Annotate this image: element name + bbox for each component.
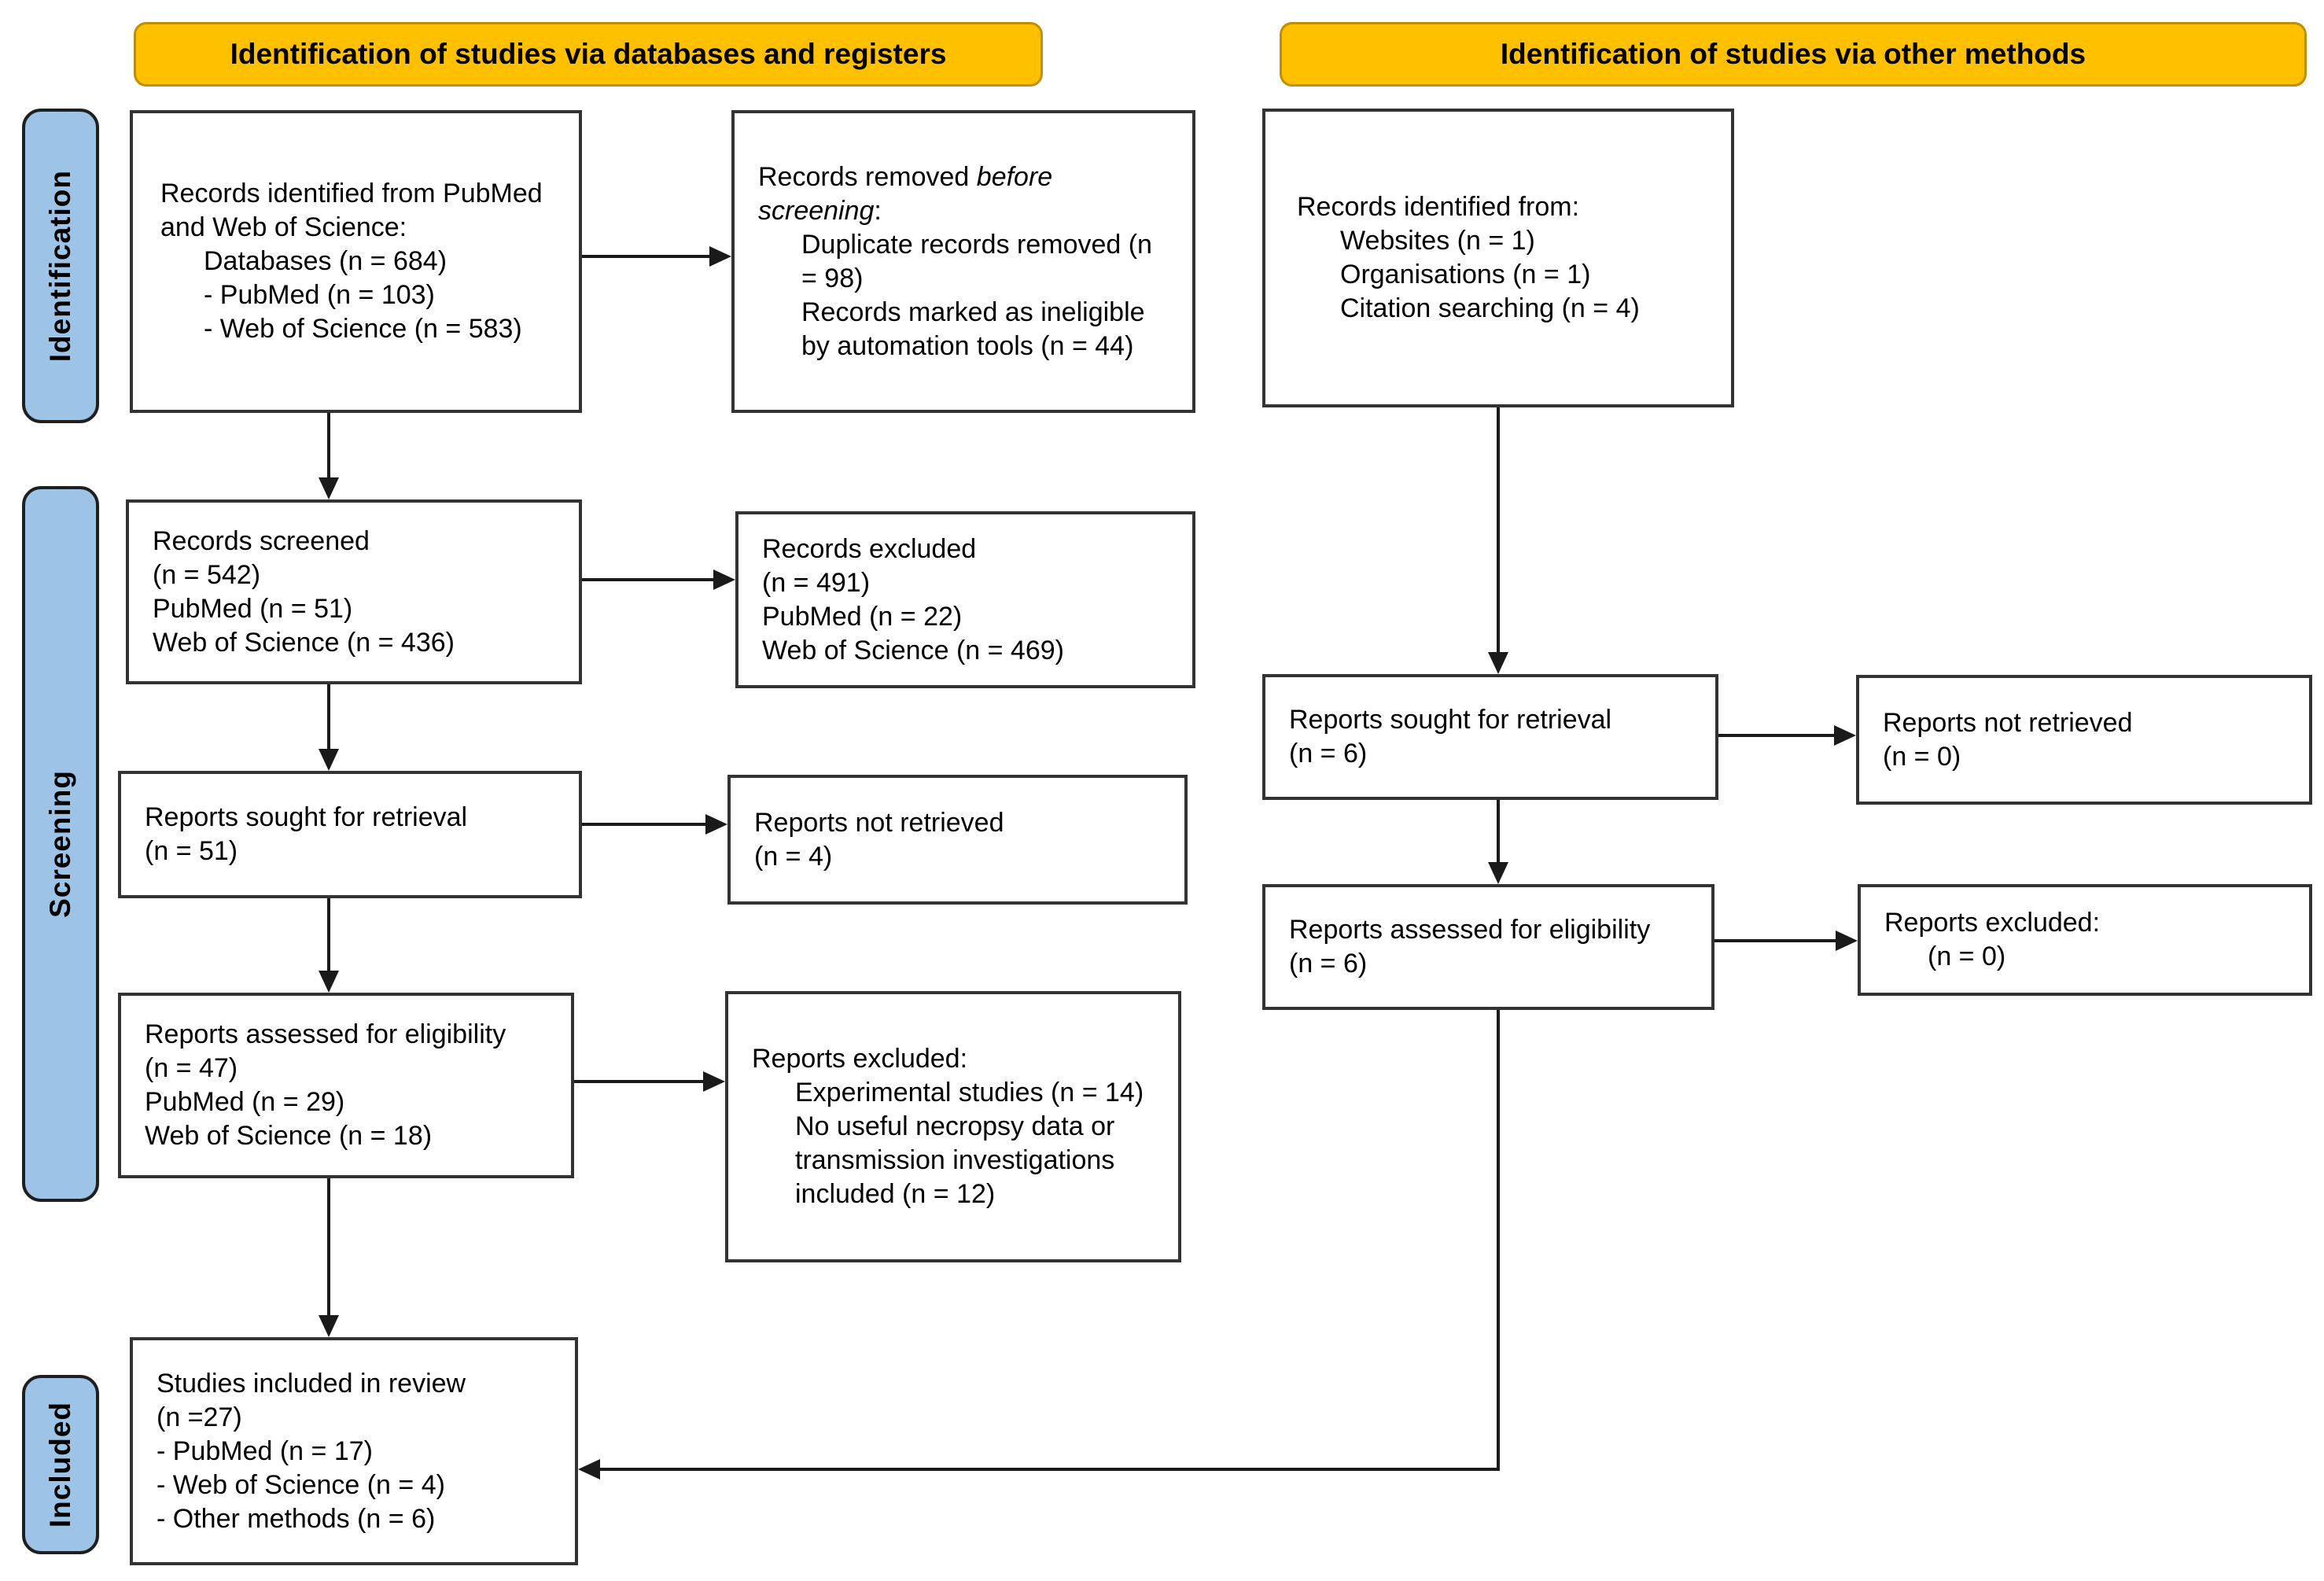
box-text-line: - Web of Science (n = 4) (157, 1469, 445, 1500)
box-text-line: Reports assessed for eligibility (145, 1019, 506, 1049)
box-text-line: (n = 491) (762, 567, 871, 598)
box-text-line: by automation tools (n = 44) (801, 330, 1134, 361)
box-reports-excluded-other: Reports excluded: (n = 0) (1858, 884, 2312, 996)
box-text-line: PubMed (n = 29) (145, 1087, 345, 1117)
box-text-line: Reports assessed for eligibility (1289, 915, 1651, 945)
box-text-line: Records excluded (762, 533, 977, 564)
box-reports-not-retrieved-databases: Reports not retrieved(n = 4) (727, 775, 1188, 905)
box-text-line: - Web of Science (n = 583) (204, 314, 522, 344)
box-records-excluded: Records excluded(n = 491)PubMed (n = 22)… (735, 511, 1195, 688)
box-text-line: Records removed before (758, 161, 1053, 192)
box-text-line: (n = 6) (1289, 949, 1368, 978)
box-reports-excluded-databases: Reports excluded: Experimental studies (n… (725, 991, 1181, 1262)
box-text-line: Reports excluded: (752, 1044, 968, 1074)
box-text-line: (n = 4) (754, 841, 833, 872)
box-text-line: Web of Science (n = 18) (145, 1121, 433, 1151)
box-text-line: (n = 0) (1883, 741, 1961, 772)
box-reports-assessed-eligibility-databases: Reports assessed for eligibility (n = 47)… (118, 993, 574, 1178)
box-text-line: and Web of Science: (160, 212, 407, 242)
box-text-line: Studies included in review (157, 1368, 466, 1399)
box-text-line: (n = 542) (153, 559, 261, 590)
box-text-line: Experimental studies (n = 14) (795, 1078, 1144, 1107)
box-text-line: (n = 6) (1289, 739, 1368, 768)
box-text-line: Reports sought for retrieval (145, 802, 468, 832)
box-text-line: (n = 0) (1928, 942, 2006, 971)
stage-identification-text: Identification (44, 169, 76, 363)
box-reports-sought-retrieval-databases: Reports sought for retrieval (n = 51) (118, 771, 582, 898)
box-text-line: Records identified from PubMed (160, 179, 543, 208)
box-reports-not-retrieved-other: Reports not retrieved(n = 0) (1856, 675, 2312, 805)
box-text-line: Web of Science (n = 469) (762, 635, 1064, 665)
box-reports-sought-retrieval-other: Reports sought for retrieval (n = 6) (1262, 674, 1718, 800)
box-text-line: PubMed (n = 22) (762, 601, 963, 632)
box-text-line: (n =27) (157, 1402, 242, 1432)
box-text-line: Reports not retrieved (754, 807, 1004, 838)
box-text-line: (n = 51) (145, 836, 238, 866)
stage-screening-text: Screening (44, 770, 76, 918)
header-other-methods: Identification of studies via other meth… (1280, 22, 2307, 87)
box-studies-included-review: Studies included in review(n =27)- PubMe… (130, 1337, 578, 1565)
box-text-line: = 98) (801, 263, 864, 293)
box-text-line: Duplicate records removed (n (801, 229, 1152, 260)
box-text-line: Reports sought for retrieval (1289, 705, 1612, 735)
box-text-line: Records marked as ineligible (801, 297, 1145, 327)
box-text-line: Reports excluded: (1884, 908, 2101, 938)
stage-label-included: Included (22, 1375, 99, 1554)
box-text-line: Organisations (n = 1) (1340, 260, 1591, 289)
box-text-line: transmission investigations (795, 1145, 1115, 1175)
box-text-line: (n = 47) (145, 1053, 238, 1083)
box-records-identified-databases: Records identified from PubMed and Web of… (130, 110, 582, 413)
header-other-methods-label: Identification of studies via other meth… (1500, 38, 2086, 70)
box-text-line: - Other methods (n = 6) (157, 1503, 436, 1534)
box-text-line: Records identified from: (1297, 192, 1580, 222)
box-text-line: included (n = 12) (795, 1179, 996, 1209)
box-text-line: Citation searching (n = 4) (1340, 293, 1640, 323)
stage-label-screening: Screening (22, 486, 99, 1202)
box-records-identified-other-methods: Records identified from: Websites (n = 1)… (1262, 109, 1734, 407)
box-text-line: screening: (758, 195, 882, 226)
stage-label-identification: Identification (22, 109, 99, 423)
box-records-screened: Records screened(n = 542)PubMed (n = 51)… (126, 499, 582, 684)
box-text-line: - PubMed (n = 103) (204, 280, 435, 310)
box-text-line: Reports not retrieved (1883, 707, 2133, 738)
box-text-line: Web of Science (n = 436) (153, 627, 455, 658)
box-text-line: Databases (n = 684) (204, 246, 447, 276)
box-text-line: Websites (n = 1) (1340, 226, 1535, 256)
box-text-line: PubMed (n = 51) (153, 593, 353, 624)
header-databases-registers-label: Identification of studies via databases … (230, 38, 947, 70)
box-reports-assessed-eligibility-other: Reports assessed for eligibility (n = 6) (1262, 884, 1714, 1010)
box-text-line: No useful necropsy data or (795, 1111, 1115, 1141)
box-text-line: Records screened (153, 525, 370, 556)
header-databases-registers: Identification of studies via databases … (134, 22, 1043, 87)
stage-included-text: Included (44, 1401, 76, 1528)
box-text-line: - PubMed (n = 17) (157, 1435, 373, 1466)
